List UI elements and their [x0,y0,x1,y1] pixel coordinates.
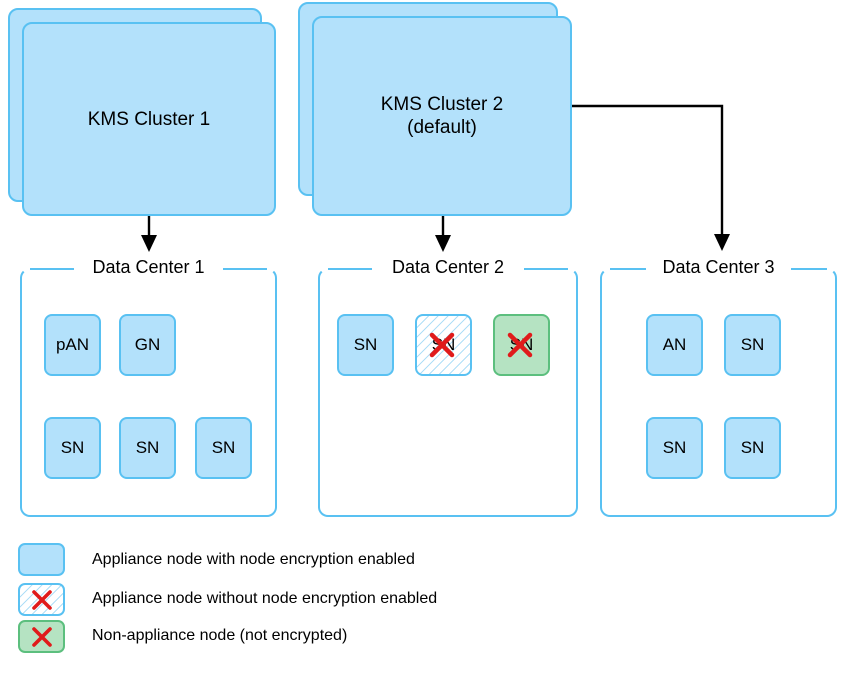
node-sn[interactable]: SN [646,417,703,479]
kms-cluster-2-front-card[interactable]: KMS Cluster 2 (default) [312,16,572,216]
node-sn[interactable]: SN [724,417,781,479]
node-label: SN [353,335,378,354]
node-sn[interactable]: SN [337,314,394,376]
legend-label-encrypted-appliance: Appliance node with node encryption enab… [92,551,415,568]
node-label: SN [740,438,765,457]
dc3-frame-top-right [791,268,827,270]
node-sn[interactable]: SN [44,417,101,479]
kms-cluster-2-label: KMS Cluster 2 (default) [380,94,504,138]
node-an[interactable]: AN [646,314,703,376]
dc3-frame-top-left [610,268,646,270]
data-center-2-title: Data Center 2 [383,257,513,277]
kms-cluster-1-front-card[interactable]: KMS Cluster 1 [22,22,276,216]
dc1-frame-top-left [30,268,74,270]
node-gn[interactable]: GN [119,314,176,376]
legend-label-unencrypted-appliance: Appliance node without node encryption e… [92,590,438,607]
node-sn[interactable]: SN [119,417,176,479]
node-label: pAN [55,335,90,354]
node-label: SN [135,438,160,457]
dc2-frame-top-right [524,268,568,270]
node-label: SN [740,335,765,354]
data-center-3[interactable]: Data Center 3 AN SN SN SN [600,257,837,517]
node-label: SN [211,438,236,457]
dc1-frame-top-right [223,268,267,270]
node-sn[interactable]: SN [195,417,252,479]
node-label: AN [662,335,687,354]
legend-swatch-non-appliance [18,620,65,653]
node-label: SN [662,438,687,457]
node-pan[interactable]: pAN [44,314,101,376]
node-sn[interactable]: SN [724,314,781,376]
node-label: GN [134,335,161,354]
node-label: SN [60,438,85,457]
kms-cluster-1-label: KMS Cluster 1 [87,108,211,130]
dc2-frame-top-left [328,268,372,270]
legend-swatch-unencrypted-appliance [18,583,65,616]
data-center-1-title: Data Center 1 [84,257,213,277]
legend-swatch-encrypted-appliance [18,543,65,576]
legend-label-non-appliance: Non-appliance node (not encrypted) [92,627,348,644]
data-center-3-title: Data Center 3 [654,257,783,277]
data-center-1[interactable]: Data Center 1 pAN GN SN SN SN [20,257,277,517]
